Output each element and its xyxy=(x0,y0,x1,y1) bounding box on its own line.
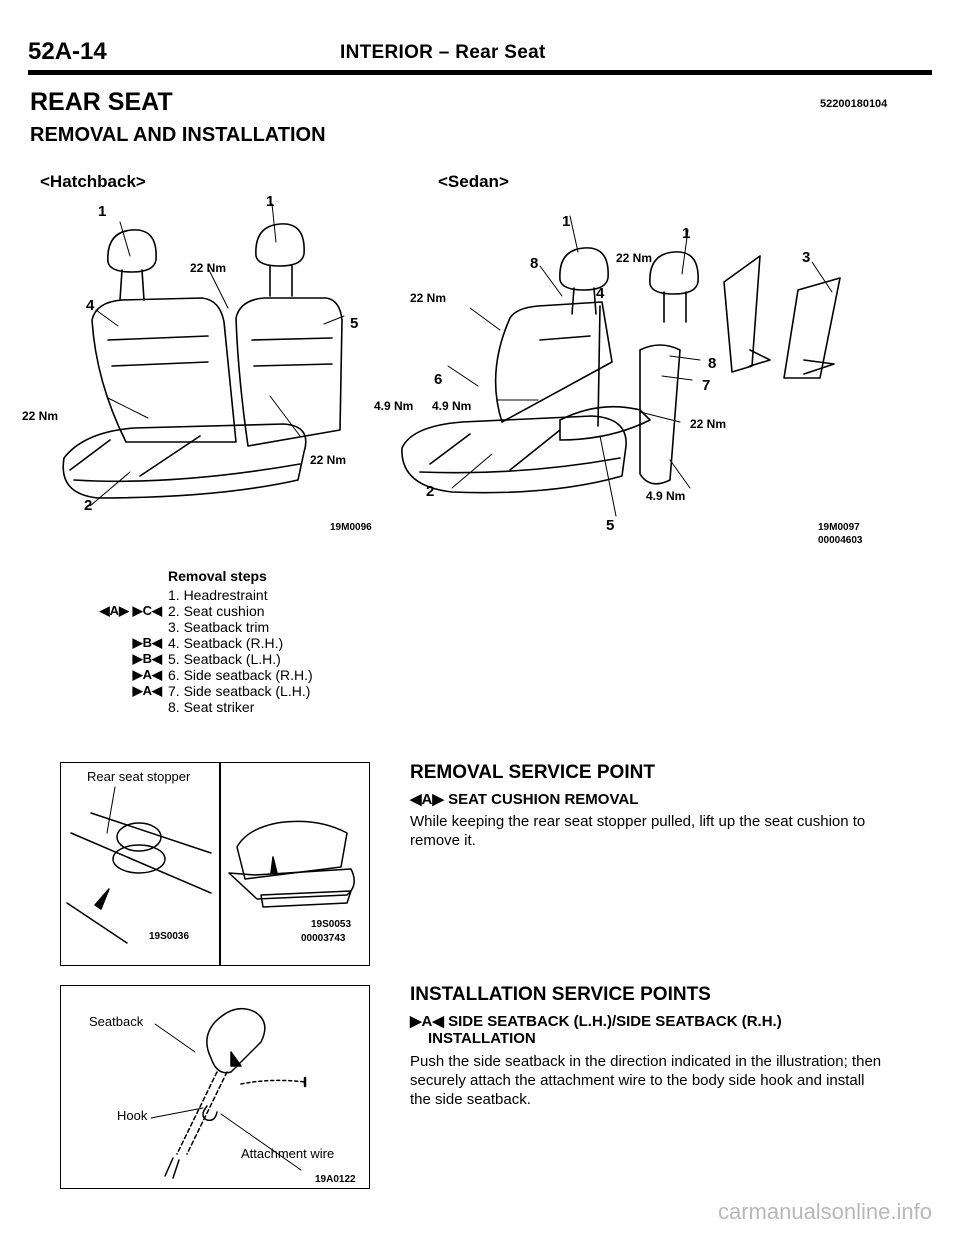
removal-service-subheading: ◀A▶ SEAT CUSHION REMOVAL xyxy=(410,790,638,808)
stopper-illustration xyxy=(66,786,355,944)
step-label: 2. Seat cushion xyxy=(168,603,265,619)
step-label: 3. Seatback trim xyxy=(168,619,270,635)
sd-torque-22-right: 22 Nm xyxy=(690,417,726,431)
step-mark xyxy=(90,619,168,635)
sd-callout-2: 2 xyxy=(426,483,434,500)
hook-illustration xyxy=(150,1007,307,1179)
service-mark: ▶A◀ xyxy=(410,1013,444,1030)
sd-callout-8a: 8 xyxy=(530,255,538,272)
sedan-figure-code-2: 00004603 xyxy=(818,535,863,546)
step-label: 7. Side seatback (L.H.) xyxy=(168,683,311,699)
installation-service-text: Push the side seatback in the direction … xyxy=(410,1053,882,1108)
hb-torque-49: 4.9 Nm xyxy=(374,399,413,413)
subtitle: REMOVAL AND INSTALLATION xyxy=(30,124,326,146)
sedan-headrest-left xyxy=(559,247,609,315)
step-mark: ▶B◀ xyxy=(132,635,162,650)
sedan-headrest-right xyxy=(649,251,699,323)
service-mark: ◀A▶ xyxy=(410,791,444,808)
stopper-code-left: 19S0036 xyxy=(149,931,190,942)
hb-callout-5: 5 xyxy=(350,315,358,332)
removal-service-text: While keeping the rear seat stopper pull… xyxy=(410,813,866,849)
watermark: carmanualsonline.info xyxy=(717,1199,932,1224)
removal-service-heading: REMOVAL SERVICE POINT xyxy=(410,762,655,783)
sd-callout-1a: 1 xyxy=(562,213,570,230)
hatchback-seatback-right xyxy=(235,297,343,447)
list-item: ▶B◀ 4. Seatback (R.H.) xyxy=(90,635,348,651)
step-label: 5. Seatback (L.H.) xyxy=(168,651,281,667)
sd-torque-22-top: 22 Nm xyxy=(616,251,652,265)
page-title: REAR SEAT xyxy=(30,88,173,116)
sd-callout-6: 6 xyxy=(434,371,442,388)
hook-figure-box: Seatback Hook Attachment wire 19A0122 xyxy=(60,985,370,1189)
installation-service-subheading-2: INSTALLATION xyxy=(428,1030,536,1047)
hb-torque-22-bottom: 22 Nm xyxy=(310,453,346,467)
sedan-side-seatback xyxy=(559,344,681,485)
attachment-wire-label: Attachment wire xyxy=(241,1146,335,1161)
hb-callout-2: 2 xyxy=(84,497,92,514)
rear-seat-exploded-diagram: 1 1 22 Nm 4 5 22 Nm 22 Nm 4.9 Nm 2 1 1 8… xyxy=(22,193,841,534)
installation-service-heading: INSTALLATION SERVICE POINTS xyxy=(410,984,711,1005)
sd-torque-49-bottom: 4.9 Nm xyxy=(646,489,685,503)
installation-service-subheading: ▶A◀ SIDE SEATBACK (L.H.)/SIDE SEATBACK (… xyxy=(410,1012,782,1030)
removal-steps-heading: Removal steps xyxy=(168,568,267,584)
header-rule xyxy=(28,70,932,75)
hook-label: Hook xyxy=(117,1108,148,1123)
sedan-seat-cushion xyxy=(401,415,627,494)
step-mark xyxy=(90,587,168,603)
section-header: INTERIOR – Rear Seat xyxy=(340,42,546,63)
hatchback-seatback-left xyxy=(91,297,237,443)
sedan-figure-code: 19M0097 xyxy=(818,522,860,533)
sd-callout-5: 5 xyxy=(606,517,614,534)
step-label: 4. Seatback (R.H.) xyxy=(168,635,284,651)
stopper-code-right-2: 00003743 xyxy=(301,933,346,944)
seatback-label: Seatback xyxy=(89,1014,144,1029)
page-number: 52A-14 xyxy=(28,38,107,65)
sd-callout-4: 4 xyxy=(596,285,605,302)
step-mark: ▶A◀ xyxy=(132,683,162,698)
sedan-seatback-trim xyxy=(723,255,841,379)
figure-divider xyxy=(219,763,221,965)
hatchback-headrest-right xyxy=(255,223,305,297)
stopper-code-right-1: 19S0053 xyxy=(311,919,352,930)
list-item: ▶A◀ 7. Side seatback (L.H.) xyxy=(90,683,348,699)
hatchback-seat-cushion xyxy=(62,423,307,499)
hatchback-figure-code: 19M0096 xyxy=(330,522,372,533)
removal-steps-list: 1. Headrestraint ◀A▶ ▶C◀2. Seat cushion … xyxy=(90,587,348,715)
step-label: 6. Side seatback (R.H.) xyxy=(168,667,313,683)
hb-callout-1b: 1 xyxy=(266,193,274,210)
hook-figure-code: 19A0122 xyxy=(315,1174,356,1185)
sd-callout-7: 7 xyxy=(702,377,710,394)
doc-code: 52200180104 xyxy=(820,98,888,110)
step-label: 8. Seat striker xyxy=(168,699,255,715)
step-mark: ◀A▶ ▶C◀ xyxy=(99,603,162,618)
step-mark xyxy=(90,699,168,715)
hb-torque-22-top: 22 Nm xyxy=(190,261,226,275)
list-item: ▶B◀ 5. Seatback (L.H.) xyxy=(90,651,348,667)
list-item: 3. Seatback trim xyxy=(90,619,348,635)
service-subheading-text: SEAT CUSHION REMOVAL xyxy=(448,791,639,808)
sd-callout-8b: 8 xyxy=(708,355,716,372)
step-label: 1. Headrestraint xyxy=(168,587,268,603)
hb-torque-22-left: 22 Nm xyxy=(22,409,58,423)
hatchback-label: <Hatchback> xyxy=(40,172,146,191)
service-subheading-text: SIDE SEATBACK (L.H.)/SIDE SEATBACK (R.H.… xyxy=(448,1013,782,1030)
sedan-seatback xyxy=(494,301,613,427)
hatchback-headrest-left xyxy=(107,229,157,301)
sd-callout-1b: 1 xyxy=(682,225,690,242)
list-item: 1. Headrestraint xyxy=(90,587,348,603)
step-mark: ▶B◀ xyxy=(132,651,162,666)
list-item: ▶A◀ 6. Side seatback (R.H.) xyxy=(90,667,348,683)
sd-torque-22-left: 22 Nm xyxy=(410,291,446,305)
sd-callout-3: 3 xyxy=(802,249,810,266)
step-mark: ▶A◀ xyxy=(132,667,162,682)
sedan-label: <Sedan> xyxy=(438,172,509,191)
hb-callout-4: 4 xyxy=(86,297,95,314)
list-item: 8. Seat striker xyxy=(90,699,348,715)
stopper-label: Rear seat stopper xyxy=(87,769,191,784)
stopper-figure-box: Rear seat stopper 19S0036 19S0053 000037… xyxy=(60,762,370,966)
list-item: ◀A▶ ▶C◀ 2. Seat cushion xyxy=(90,603,348,619)
sd-torque-49-left: 4.9 Nm xyxy=(432,399,471,413)
hb-callout-1a: 1 xyxy=(98,203,106,220)
